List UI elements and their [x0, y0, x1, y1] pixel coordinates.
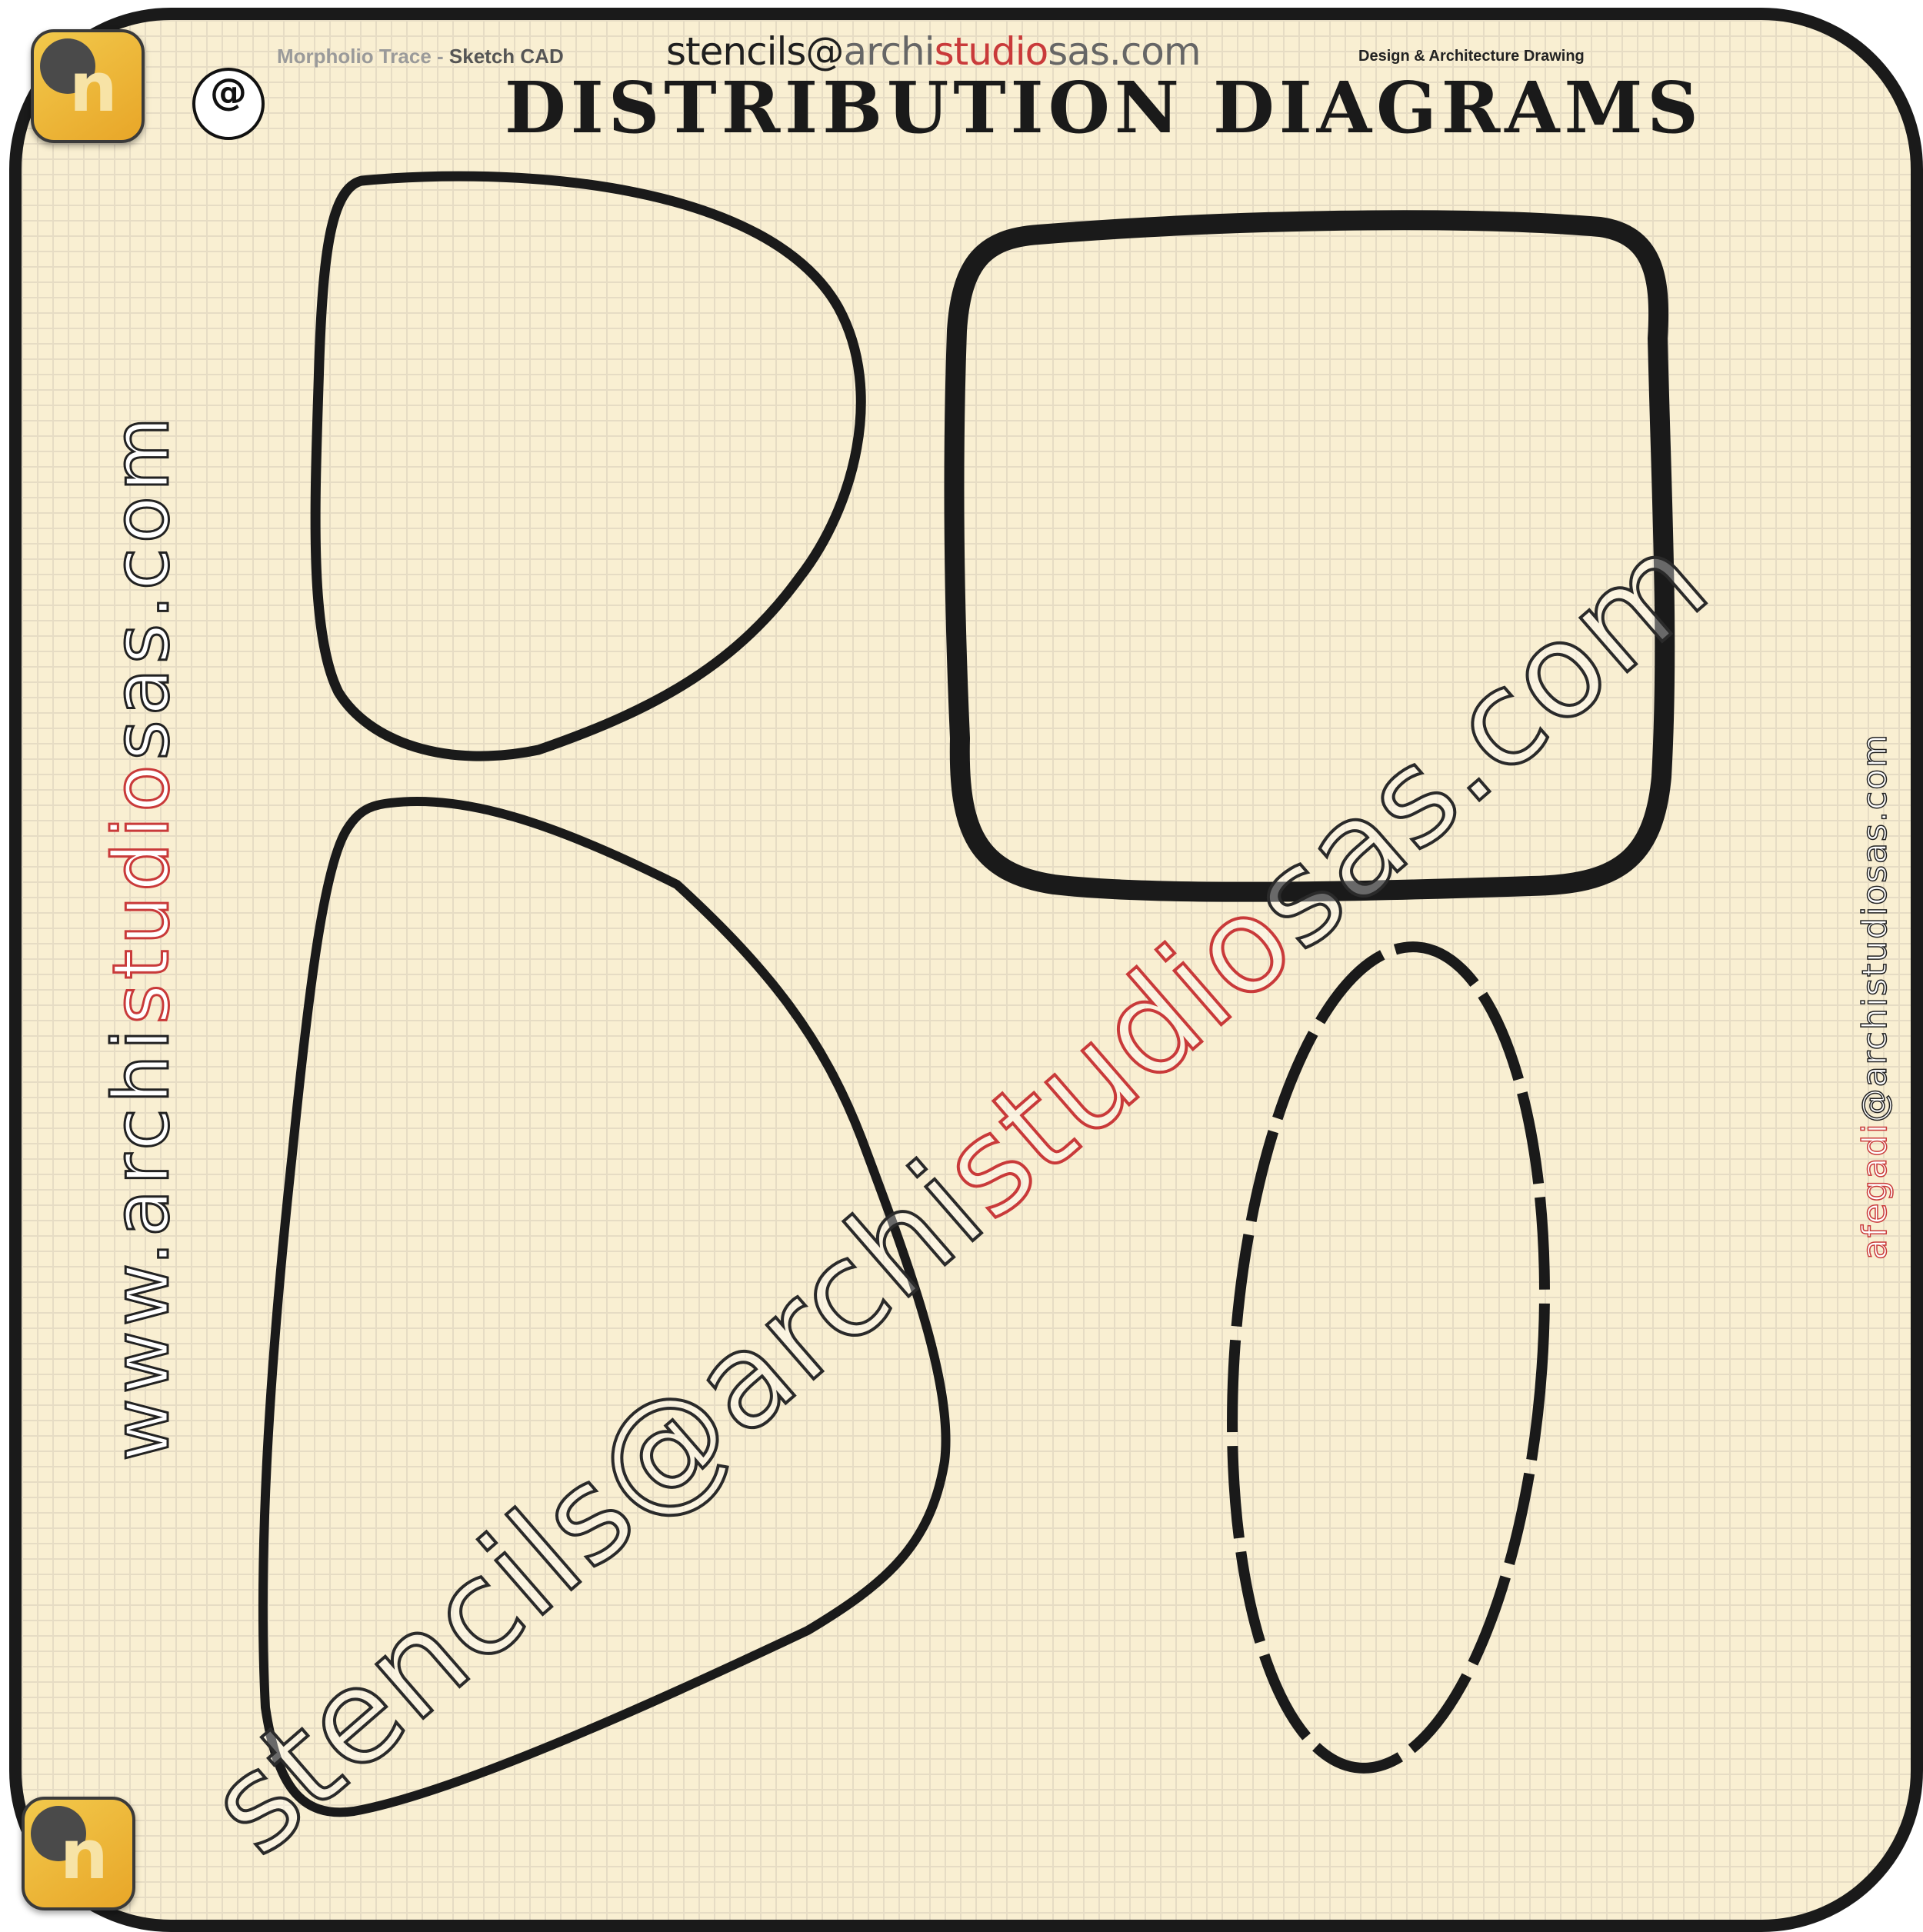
side-url-watermark: www.archistudiosas.com	[95, 411, 188, 1462]
morpholio-app-icon[interactable]: n	[31, 29, 145, 143]
email-domain-archi: archi	[843, 29, 935, 74]
app-name: Morpholio Trace	[277, 45, 432, 68]
app-icon-shadow	[31, 1806, 86, 1861]
shape-rounded-triangle[interactable]	[258, 796, 951, 1817]
email-prefix: stencils@	[666, 29, 844, 74]
email-domain-studio: studio	[934, 29, 1049, 74]
shape-dashed-ellipse[interactable]	[1206, 936, 1571, 1778]
side-url-suffix: sas.com	[95, 411, 188, 761]
side-url-prefix: www.archi	[95, 1023, 188, 1462]
app-icon-shadow	[40, 38, 95, 94]
app-separator: -	[431, 45, 449, 68]
side-email-red: afegadi	[1855, 1122, 1895, 1261]
side-email-watermark: afegadi@archistudiosas.com	[1855, 732, 1895, 1261]
app-icon-glyph: n	[69, 48, 118, 127]
morpholio-app-icon-bottom[interactable]: n	[22, 1797, 135, 1910]
page-title: DISTRIBUTION DIAGRAMS	[505, 66, 1703, 149]
app-mode: Sketch CAD	[448, 45, 564, 68]
app-icon-glyph: n	[60, 1815, 108, 1894]
shape-rounded-square[interactable]	[944, 210, 1675, 902]
header-email[interactable]: stencils@archistudiosas.com	[666, 29, 1201, 74]
app-name-label: Morpholio Trace - Sketch CAD	[277, 45, 564, 68]
email-domain-sas: sas.com	[1048, 29, 1201, 74]
side-email-suffix: @archistudiosas.com	[1855, 732, 1895, 1123]
tagline: Design & Architecture Drawing	[1358, 48, 1585, 65]
shape-blob[interactable]	[310, 171, 866, 761]
side-url-red: studio	[95, 759, 188, 1025]
at-sign-badge: @	[192, 68, 265, 140]
